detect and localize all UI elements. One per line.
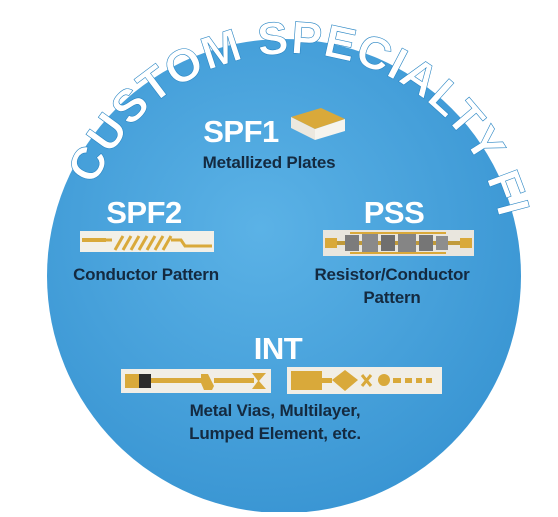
- int-code: INT: [253, 331, 303, 366]
- pss-description-line2: Pattern: [363, 288, 421, 307]
- spf2-description: Conductor Pattern: [73, 265, 219, 284]
- spf1-code: SPF1: [203, 114, 279, 149]
- int-description-line1: Metal Vias, Multilayer,: [189, 401, 361, 420]
- multilayer-chip-icon: [121, 369, 271, 393]
- pss-description-line1: Resistor/Conductor: [314, 265, 470, 284]
- pss-code: PSS: [363, 195, 425, 230]
- lumped-element-chip-icon: [287, 367, 442, 394]
- spf2-code: SPF2: [106, 195, 182, 230]
- conductor-pattern-chip-icon: [80, 231, 214, 252]
- background-circle: [47, 39, 521, 513]
- metallized-plate-icon: [291, 108, 345, 140]
- int-description-line2: Lumped Element, etc.: [189, 424, 361, 443]
- resistor-conductor-chip-icon: [323, 230, 474, 256]
- spf1-description: Metallized Plates: [202, 153, 336, 172]
